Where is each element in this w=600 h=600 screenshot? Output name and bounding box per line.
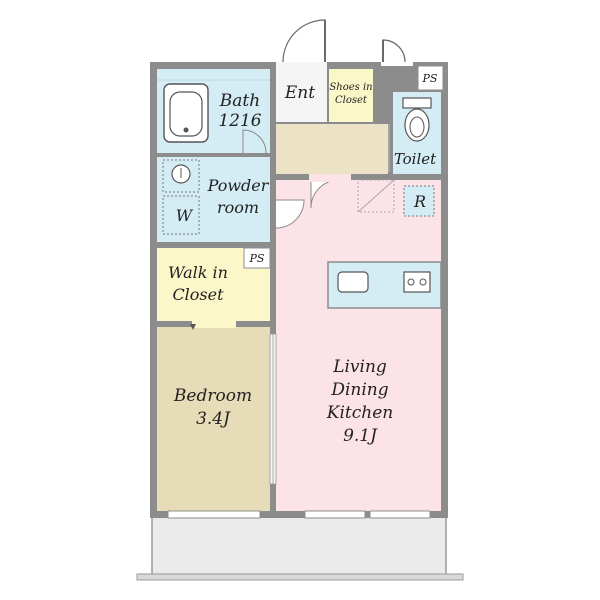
label-fridge: R	[413, 192, 426, 211]
label-shoes-1: Shoes in	[329, 82, 372, 93]
ps-mid-box	[243, 247, 271, 269]
label-ldk-4: 9.1J	[343, 426, 378, 446]
label-bedroom-1: Bedroom	[173, 386, 252, 406]
label-washer: W	[176, 206, 194, 225]
balcony	[151, 515, 447, 577]
bedroom	[157, 327, 270, 511]
label-walkin-1: Walk in	[168, 263, 228, 282]
ldk	[276, 310, 441, 511]
sink-icon	[337, 271, 369, 293]
label-walkin-2: Closet	[172, 285, 224, 304]
label-ps-top: PS	[422, 72, 438, 85]
washbasin-counter	[162, 159, 200, 193]
closet-door-marker	[190, 324, 196, 330]
bath-door-arc	[242, 129, 267, 154]
walkin-door-gap	[192, 320, 236, 328]
label-bath-1: Bath	[219, 91, 260, 111]
ldk-window-right	[369, 510, 431, 519]
hall-door-gap	[309, 174, 351, 182]
washer-box	[162, 195, 200, 235]
label-powder-1: Powder	[207, 176, 270, 195]
stove-icon	[403, 271, 431, 293]
label-ldk-3: Kitchen	[326, 403, 393, 423]
ldk-window-left	[304, 510, 366, 519]
toilet-tank-icon	[402, 97, 432, 109]
storage-box	[357, 179, 395, 213]
balcony-edge	[136, 573, 464, 581]
label-ps-mid: PS	[249, 252, 265, 265]
powder-door-arc	[275, 199, 305, 229]
fridge-box	[403, 185, 435, 217]
label-ldk-1: Living	[332, 357, 387, 377]
toilet-top-door-arc	[382, 39, 406, 63]
entrance-door-arc	[282, 19, 326, 63]
ps-top-box	[417, 65, 444, 91]
shoes-closet	[329, 69, 373, 122]
label-toilet: Toilet	[394, 150, 437, 168]
bedroom-window	[167, 510, 261, 519]
label-ldk-2: Dining	[330, 380, 388, 400]
label-powder-2: room	[217, 198, 259, 217]
bathtub-inner-icon	[169, 91, 203, 137]
entrance-area	[276, 62, 327, 122]
label-entrance: Ent	[284, 83, 315, 103]
label-shoes-2: Closet	[335, 95, 368, 106]
label-bedroom-2: 3.4J	[196, 409, 231, 429]
entrance-opening	[280, 60, 325, 66]
hallway	[276, 124, 388, 174]
toilet-top-opening	[381, 60, 413, 66]
label-bath-2: 1216	[218, 111, 261, 131]
